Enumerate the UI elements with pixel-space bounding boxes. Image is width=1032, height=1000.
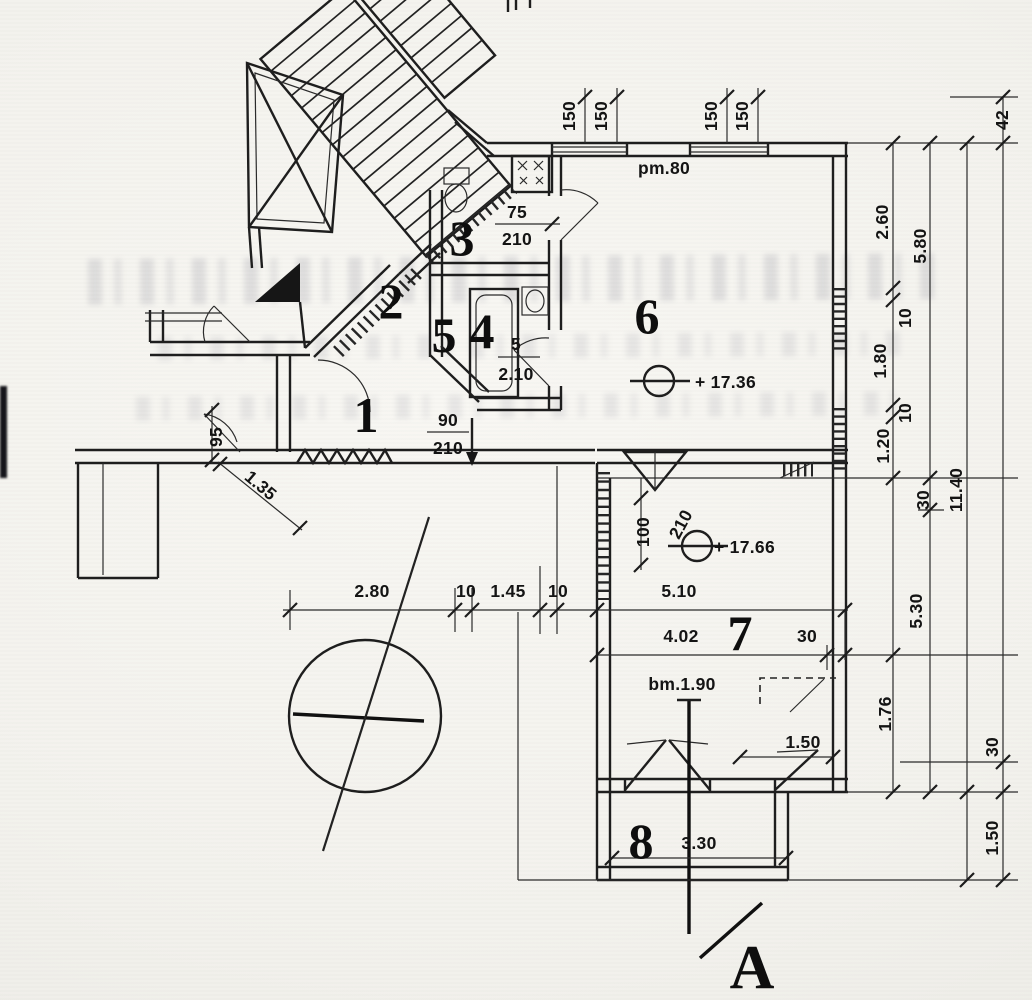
dim-door-100: 100 bbox=[633, 517, 653, 547]
level-mark-lower: + 17.66 bbox=[714, 537, 775, 557]
entry-triangle bbox=[255, 263, 300, 302]
section-label-a: A bbox=[730, 934, 775, 1000]
dim-10-b: 10 bbox=[548, 581, 568, 601]
dim-door-210b: 210 bbox=[433, 438, 463, 458]
dim-1-45: 1.45 bbox=[490, 581, 525, 601]
labels: 1 2 3 5 4 6 7 8 A 150 150 150 150 pm.80 … bbox=[206, 101, 1012, 1000]
dim-1-80: 1.80 bbox=[870, 343, 890, 378]
room-label-5: 5 bbox=[432, 307, 457, 363]
dim-door-75: 75 bbox=[507, 202, 527, 222]
section-marker bbox=[677, 698, 764, 960]
dim-door-5: 5 bbox=[511, 334, 521, 354]
dim-door-95: 95 bbox=[206, 427, 226, 447]
level-mark-upper: + 17.36 bbox=[695, 372, 756, 392]
room-label-6: 6 bbox=[635, 288, 660, 344]
dim-30-r1: 30 bbox=[913, 490, 933, 510]
walls bbox=[75, 109, 848, 882]
dim-42: 42 bbox=[992, 110, 1012, 130]
dashed-closet bbox=[759, 677, 836, 713]
room-label-1: 1 bbox=[354, 387, 379, 443]
room-label-4: 4 bbox=[470, 303, 495, 359]
dim-5-10: 5.10 bbox=[661, 581, 696, 601]
dim-1-20: 1.20 bbox=[873, 428, 893, 463]
level-markers bbox=[630, 364, 728, 563]
dim-5-30: 5.30 bbox=[906, 593, 926, 628]
dim-door-90: 90 bbox=[438, 410, 458, 430]
dim-door-210a: 210 bbox=[502, 229, 532, 249]
dim-30-r2: 30 bbox=[982, 737, 1002, 757]
dim-door-210c: 210 bbox=[665, 506, 697, 542]
dim-10-r1: 10 bbox=[895, 308, 915, 328]
shaft-x-marks bbox=[517, 160, 544, 185]
room-label-2: 2 bbox=[379, 273, 404, 329]
dim-3-30: 3.30 bbox=[681, 833, 716, 853]
room-label-3: 3 bbox=[450, 210, 475, 266]
dim-2-60: 2.60 bbox=[872, 204, 892, 239]
room-label-8: 8 bbox=[629, 813, 654, 869]
site-circle bbox=[287, 516, 443, 852]
dim-5-80: 5.80 bbox=[910, 228, 930, 263]
dim-1-50-right: 1.50 bbox=[982, 820, 1002, 855]
dim-1-50-room7: 1.50 bbox=[785, 732, 820, 752]
bathroom-fixtures bbox=[443, 167, 549, 399]
room-label-7: 7 bbox=[728, 605, 753, 661]
scan-edge-streak bbox=[0, 386, 7, 478]
dim-1-35: 1.35 bbox=[241, 466, 281, 504]
dim-2-80: 2.80 bbox=[354, 581, 389, 601]
dim-window1-150-left: 150 bbox=[559, 101, 579, 131]
dimension-lines bbox=[211, 88, 1018, 881]
dim-30-center: 30 bbox=[797, 626, 817, 646]
dim-10-r2: 10 bbox=[895, 403, 915, 423]
annotation-pm80: pm.80 bbox=[638, 158, 690, 178]
wall-hatches bbox=[295, 265, 846, 600]
dim-10-a: 10 bbox=[456, 581, 476, 601]
dim-window2-150-left: 150 bbox=[701, 101, 721, 131]
dim-window2-150-right: 150 bbox=[732, 101, 752, 131]
dim-11-40: 11.40 bbox=[946, 468, 966, 512]
annotation-bm190: bm.1.90 bbox=[648, 674, 715, 694]
dim-window1-150-right: 150 bbox=[591, 101, 611, 131]
dim-4-02: 4.02 bbox=[663, 626, 698, 646]
dim-door-2-10: 2.10 bbox=[498, 364, 533, 384]
stair-landing bbox=[245, 61, 345, 269]
dim-1-76: 1.76 bbox=[875, 696, 895, 731]
edge-artifacts bbox=[506, 0, 532, 12]
